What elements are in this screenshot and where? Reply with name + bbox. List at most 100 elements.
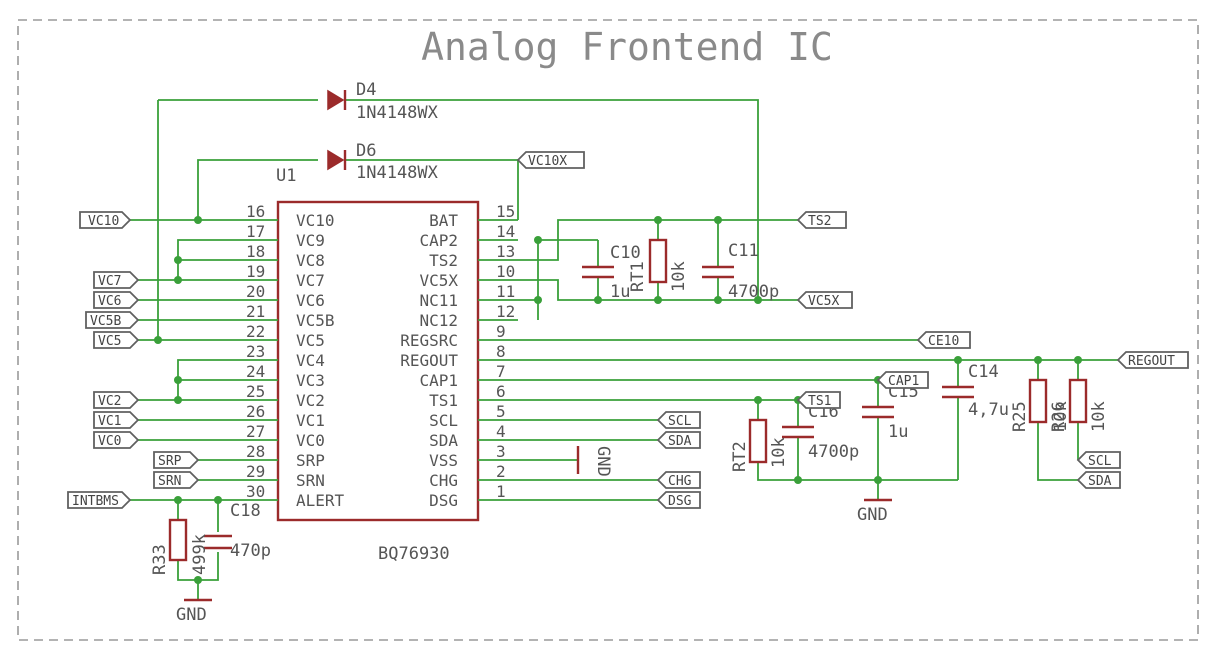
r33-value: 499k <box>190 534 210 575</box>
ic-body <box>276 200 480 522</box>
ic-pin-vc7: 19 VC7 <box>238 262 325 290</box>
pin-name: SRP <box>296 451 325 470</box>
left-wiring <box>130 100 238 504</box>
pin-name: VC2 <box>296 391 325 410</box>
pin-name: VC0 <box>296 431 325 450</box>
svg-text:SCL: SCL <box>1088 454 1112 469</box>
net-flag-vc10: VC10 <box>79 211 132 229</box>
pin-name: REGOUT <box>400 351 458 370</box>
net-flag-dsg: DSG <box>656 491 701 509</box>
pin-name: CHG <box>429 471 458 490</box>
c14-value: 4,7u <box>968 400 1009 420</box>
c10-refdes: C10 <box>610 243 641 263</box>
pin-number: 5 <box>496 402 506 421</box>
pin-number: 15 <box>496 202 515 221</box>
pin-name: VC5B <box>296 311 335 330</box>
svg-text:VC5B: VC5B <box>90 314 121 329</box>
net-flag-ce10: CE10 <box>916 331 971 349</box>
pin-name: VC4 <box>296 351 325 370</box>
pin-number: 3 <box>496 442 506 461</box>
diode-d6: D6 1N4148WX <box>197 141 519 220</box>
svg-text:VC10X: VC10X <box>528 154 567 169</box>
net-flag-srn: SRN <box>153 471 200 489</box>
r26-value: 10k <box>1089 401 1109 432</box>
svg-text:VC1: VC1 <box>98 414 121 429</box>
pin-number: 13 <box>496 242 515 261</box>
r26-refdes: R26 <box>1049 401 1069 432</box>
regulator-network: GND GND RT2 10k C16 4 <box>518 339 1118 525</box>
rt1-refdes: RT1 <box>628 261 648 292</box>
svg-text:DSG: DSG <box>668 494 692 509</box>
pin-number: 1 <box>496 482 506 501</box>
ic-part-number: BQ76930 <box>378 544 450 564</box>
r25-refdes: R25 <box>1010 401 1030 432</box>
diode-d4: D4 1N4148WX <box>158 80 759 300</box>
pin-name: VC1 <box>296 411 325 430</box>
pin-number: 6 <box>496 382 506 401</box>
c14-refdes: C14 <box>968 362 999 382</box>
rt1-body <box>648 238 668 284</box>
ic-pin-regout: 8 REGOUT <box>400 342 518 370</box>
net-flag-intbms: INTBMS <box>67 491 132 509</box>
pin-name: VC7 <box>296 271 325 290</box>
pin-name: REGSRC <box>400 331 458 350</box>
net-flag-sda: SDA <box>656 431 701 449</box>
rt2-refdes: RT2 <box>730 441 750 472</box>
net-flag-vc10x: VC10X <box>516 151 585 169</box>
pin-number: 2 <box>496 462 506 481</box>
pin-name: VC9 <box>296 231 325 250</box>
pin-name: CAP1 <box>419 371 458 390</box>
pin-number: 23 <box>246 342 265 361</box>
c10-value: 1u <box>610 282 630 302</box>
ic-pin-chg: 2 CHG <box>429 462 518 490</box>
pin-name: VC5X <box>419 271 458 290</box>
pin-name: VC5 <box>296 331 325 350</box>
pin-name: ALERT <box>296 491 345 510</box>
c18-refdes: C18 <box>230 501 261 521</box>
svg-text:TS2: TS2 <box>808 214 831 229</box>
net-flag-scl-pullup: SCL <box>1076 451 1121 469</box>
net-flag-vc1: VC1 <box>93 411 140 429</box>
net-flag-ts1: TS1 <box>796 391 841 409</box>
net-flag-ts2: TS2 <box>796 211 847 229</box>
pin-number: 19 <box>246 262 265 281</box>
svg-text:REGOUT: REGOUT <box>1128 354 1175 369</box>
svg-text:VC5: VC5 <box>98 334 121 349</box>
ts2-network: C10 1u RT1 10k C11 4700p <box>518 216 798 320</box>
net-flag-sda-pullup: SDA <box>1076 471 1121 489</box>
pin-number: 25 <box>246 382 265 401</box>
gnd-ts1-label: GND <box>857 505 888 525</box>
net-flag-vc2: VC2 <box>93 391 140 409</box>
r33-body <box>168 518 188 562</box>
pin-number: 8 <box>496 342 506 361</box>
pin-name: VC6 <box>296 291 325 310</box>
net-flag-vc5: VC5 <box>93 331 140 349</box>
svg-text:CAP1: CAP1 <box>888 374 919 389</box>
pin-number: 10 <box>496 262 515 281</box>
r33-refdes: R33 <box>150 544 170 575</box>
r26-body <box>1068 378 1088 424</box>
pin-number: 22 <box>246 322 265 341</box>
rt2-value: 10k <box>769 437 789 468</box>
svg-text:VC0: VC0 <box>98 434 121 449</box>
pin-name: BAT <box>429 211 458 230</box>
svg-text:SDA: SDA <box>1088 474 1112 489</box>
svg-text:CHG: CHG <box>668 474 692 489</box>
net-flag-vc6: VC6 <box>93 291 140 309</box>
c11-refdes: C11 <box>728 241 759 261</box>
gnd-vss-label: GND <box>593 446 613 477</box>
svg-text:VC6: VC6 <box>98 294 121 309</box>
